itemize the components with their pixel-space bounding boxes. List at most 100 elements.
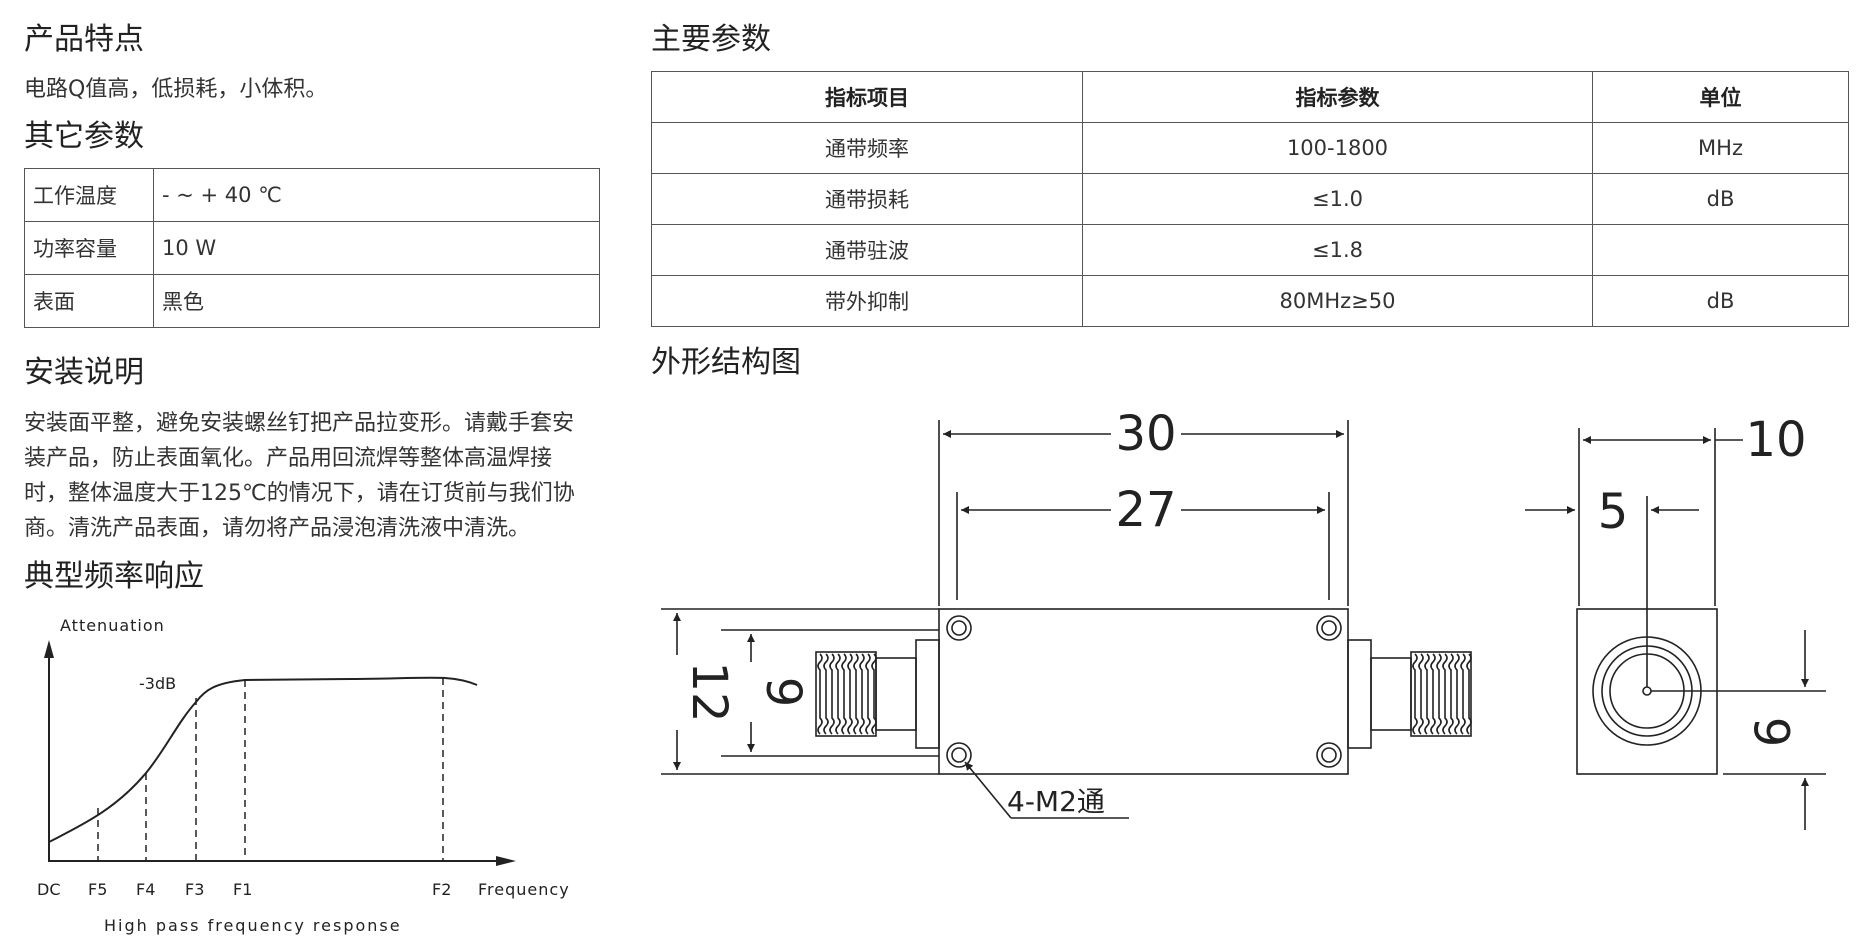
cell-value: 80MHz≥50 bbox=[1082, 275, 1593, 327]
right-flange bbox=[1347, 639, 1372, 749]
cell-unit: MHz bbox=[1592, 122, 1849, 174]
cell-value: ≤1.8 bbox=[1082, 224, 1593, 276]
left-flange bbox=[915, 639, 940, 749]
dim-label-10: 10 bbox=[1745, 412, 1806, 468]
param-value: 黑色 bbox=[153, 274, 600, 328]
dim-label-9: 9 bbox=[755, 677, 811, 708]
tick-f1: F1 bbox=[233, 880, 252, 899]
thread-line bbox=[823, 653, 829, 735]
thread-line bbox=[829, 653, 835, 735]
x-axis-arrow bbox=[496, 856, 516, 866]
table-row: 通带驻波 ≤1.8 bbox=[651, 224, 1849, 276]
thread-line bbox=[835, 653, 841, 735]
left-thread bbox=[815, 651, 877, 737]
install-title: 安装说明 bbox=[24, 355, 144, 390]
drawing-title: 外形结构图 bbox=[651, 345, 801, 380]
mount-hole bbox=[946, 615, 972, 641]
thread-hatching bbox=[817, 653, 1472, 735]
main-params-title: 主要参数 bbox=[651, 22, 771, 57]
attenuation-label: Attenuation bbox=[60, 616, 165, 635]
cell-unit bbox=[1592, 224, 1849, 276]
thread-line bbox=[1448, 653, 1454, 735]
mount-hole bbox=[951, 620, 967, 636]
thread-line bbox=[1466, 653, 1472, 735]
install-line: 安装面平整，避免安装螺丝钉把产品拉变形。请戴手套安 bbox=[24, 411, 575, 436]
thread-line bbox=[1442, 653, 1448, 735]
cell-item: 通带驻波 bbox=[651, 224, 1083, 276]
thread-line bbox=[1460, 653, 1466, 735]
install-line: 商。清洗产品表面，请勿将产品浸泡清洗液中清洗。 bbox=[24, 516, 531, 541]
dim-label-12: 12 bbox=[681, 661, 737, 722]
cell-unit: dB bbox=[1592, 275, 1849, 327]
outline-drawing: 30 27 10 5 12 9 6 4-M2通 bbox=[661, 406, 1826, 830]
features-text: 电路Q值高，低损耗，小体积。 bbox=[24, 77, 328, 102]
param-value: 10 W bbox=[153, 221, 600, 275]
thread-line bbox=[865, 653, 871, 735]
param-value: - ~ + 40 ℃ bbox=[153, 168, 600, 222]
thread-line bbox=[859, 653, 865, 735]
header-value: 指标参数 bbox=[1082, 71, 1593, 123]
tick-f2: F2 bbox=[432, 880, 451, 899]
install-line: 时，整体温度大于125℃的情况下，请在订货前与我们协 bbox=[24, 481, 575, 506]
features-title: 产品特点 bbox=[24, 22, 144, 57]
table-row: 工作温度 - ~ + 40 ℃ bbox=[24, 168, 600, 222]
mount-hole bbox=[951, 747, 967, 763]
thread-line bbox=[1436, 653, 1442, 735]
thread-line bbox=[1418, 653, 1424, 735]
install-line: 装产品，防止表面氧化。产品用回流焊等整体高温焊接 bbox=[24, 446, 553, 471]
minus3db-label: -3dB bbox=[139, 674, 176, 693]
thread-line bbox=[1430, 653, 1436, 735]
table-row: 带外抑制 80MHz≥50 dB bbox=[651, 275, 1849, 327]
cell-unit: dB bbox=[1592, 173, 1849, 225]
figure-caption: High pass frequency response bbox=[104, 916, 402, 935]
thread-line bbox=[1454, 653, 1460, 735]
thread-line bbox=[871, 653, 877, 735]
dim-label-30: 30 bbox=[1115, 406, 1176, 462]
side-pin bbox=[1642, 686, 1652, 696]
tick-dc: DC bbox=[37, 880, 61, 899]
mount-hole bbox=[1321, 620, 1337, 636]
dim-label-5: 5 bbox=[1598, 484, 1629, 540]
right-thread bbox=[1410, 651, 1472, 737]
main-params-table: 指标项目 指标参数 单位 通带频率 100-1800 MHz 通带损耗 ≤1.0… bbox=[651, 71, 1849, 327]
right-neck bbox=[1370, 657, 1412, 731]
leader-line bbox=[964, 761, 1012, 819]
install-text: 安装面平整，避免安装螺丝钉把产品拉变形。请戴手套安 装产品，防止表面氧化。产品用… bbox=[24, 406, 604, 546]
other-params-title: 其它参数 bbox=[24, 119, 144, 154]
thread-line bbox=[1412, 653, 1418, 735]
mount-hole bbox=[946, 742, 972, 768]
param-key: 功率容量 bbox=[24, 221, 154, 275]
table-header-row: 指标项目 指标参数 单位 bbox=[651, 71, 1849, 123]
left-neck bbox=[875, 657, 917, 731]
dim-label-27: 27 bbox=[1115, 482, 1176, 538]
thread-line bbox=[853, 653, 859, 735]
thread-line bbox=[847, 653, 853, 735]
mount-hole bbox=[1316, 615, 1342, 641]
mount-hole bbox=[1316, 742, 1342, 768]
cell-item: 带外抑制 bbox=[651, 275, 1083, 327]
table-row: 通带频率 100-1800 MHz bbox=[651, 122, 1849, 174]
thread-line bbox=[817, 653, 823, 735]
thread-line bbox=[1424, 653, 1430, 735]
header-item: 指标项目 bbox=[651, 71, 1083, 123]
cell-value: ≤1.0 bbox=[1082, 173, 1593, 225]
mount-hole bbox=[1321, 747, 1337, 763]
param-key: 表面 bbox=[24, 274, 154, 328]
param-key: 工作温度 bbox=[24, 168, 154, 222]
cell-item: 通带损耗 bbox=[651, 173, 1083, 225]
response-title: 典型频率响应 bbox=[24, 559, 204, 594]
other-params-table: 工作温度 - ~ + 40 ℃ 功率容量 10 W 表面 黑色 bbox=[24, 168, 600, 328]
tick-f5: F5 bbox=[88, 880, 107, 899]
tick-f3: F3 bbox=[185, 880, 204, 899]
cell-value: 100-1800 bbox=[1082, 122, 1593, 174]
holes-note: 4-M2通 bbox=[1007, 785, 1105, 818]
header-unit: 单位 bbox=[1592, 71, 1849, 123]
cell-item: 通带频率 bbox=[651, 122, 1083, 174]
thread-line bbox=[841, 653, 847, 735]
filter-body bbox=[938, 608, 1349, 775]
response-curve bbox=[48, 676, 478, 843]
tick-frequency: Frequency bbox=[478, 880, 570, 899]
y-axis-arrow bbox=[44, 640, 54, 658]
dim-label-6: 6 bbox=[1746, 717, 1802, 748]
frequency-response-figure: Attenuation -3dB DC F5 F4 F3 F1 F2 Frequ… bbox=[37, 616, 570, 935]
